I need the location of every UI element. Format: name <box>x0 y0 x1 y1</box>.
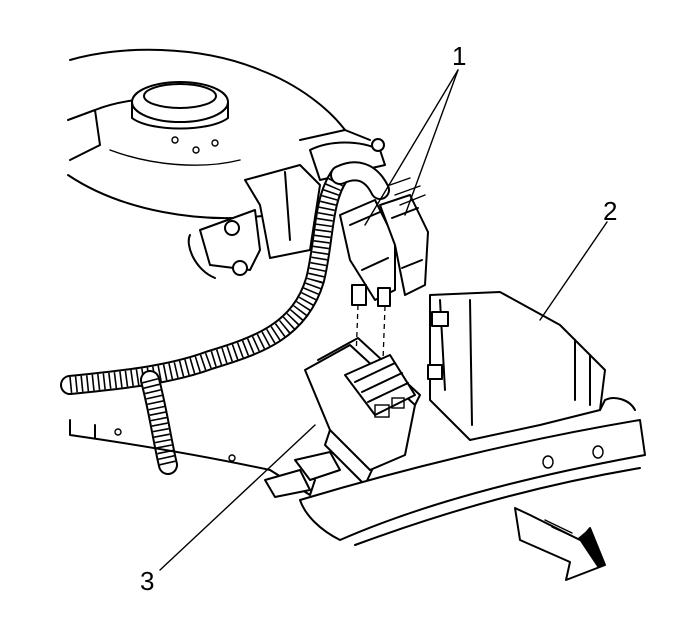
callout-3: 3 <box>140 566 154 596</box>
wiring-connectors <box>339 177 429 307</box>
body-structure <box>67 48 371 220</box>
mounting-bracket <box>187 138 386 279</box>
floor-panel <box>69 419 341 498</box>
wiring-harness <box>60 161 390 475</box>
leader-lines <box>159 69 608 571</box>
control-module <box>304 337 421 486</box>
callout-2: 2 <box>603 196 617 226</box>
module-bracket <box>427 291 606 441</box>
cross-member <box>299 397 646 546</box>
front-direction-arrow-icon <box>514 507 606 581</box>
callout-1: 1 <box>452 41 466 71</box>
